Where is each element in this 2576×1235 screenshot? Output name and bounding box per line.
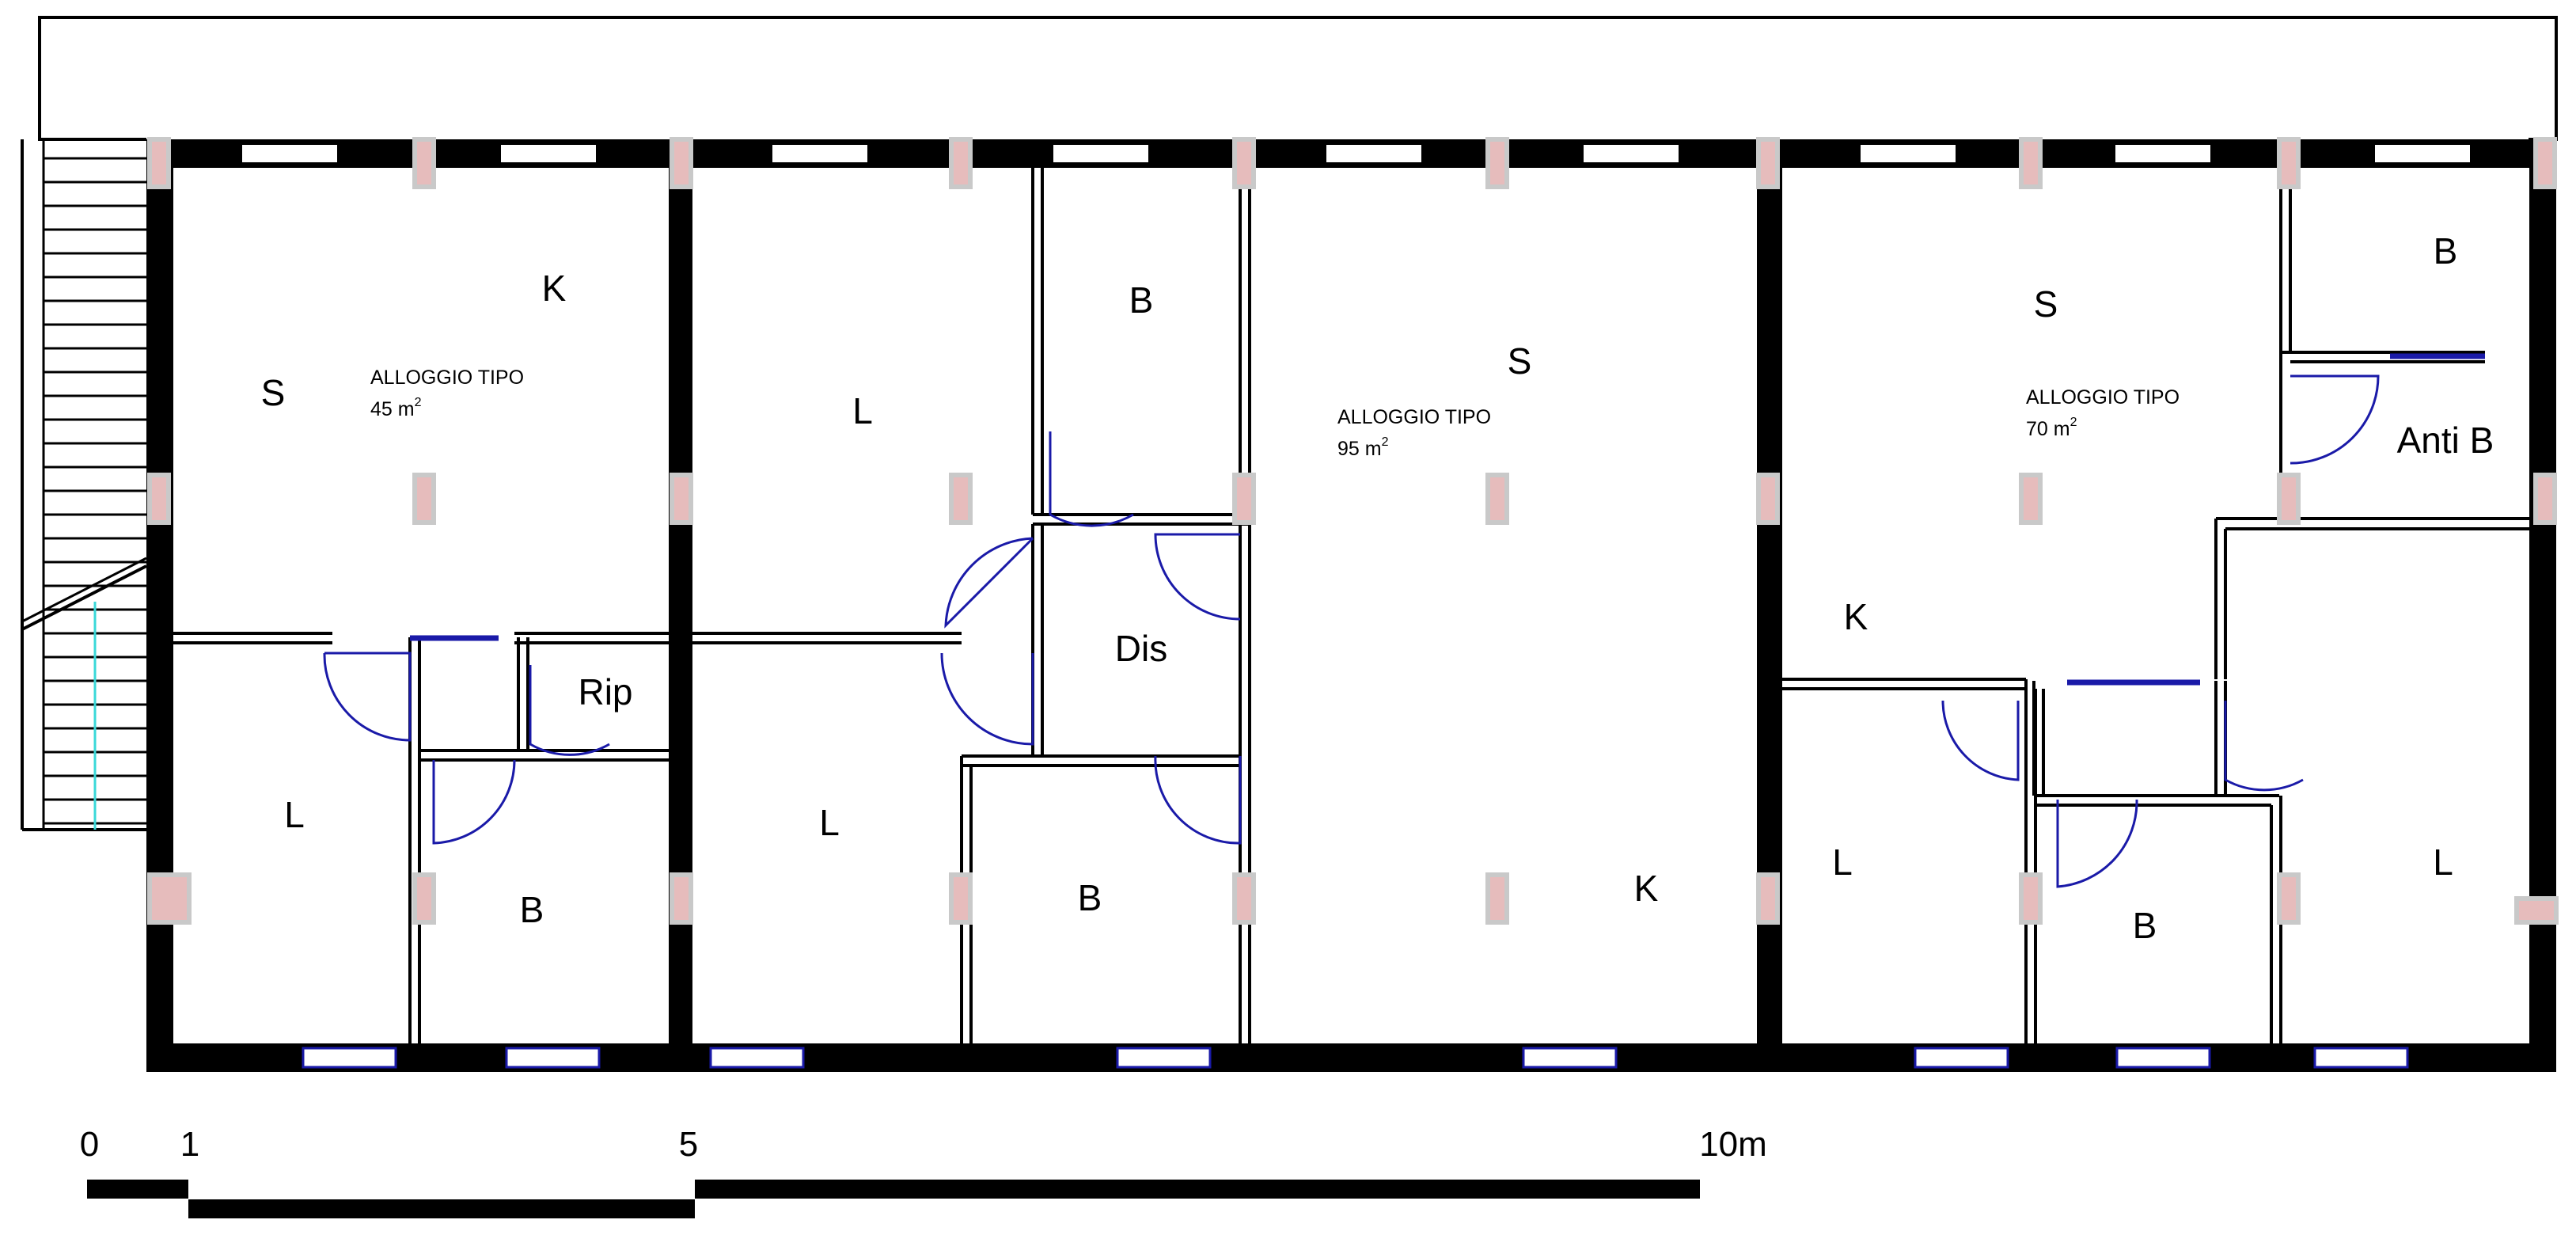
stair-break-line [21,557,147,623]
room-label-anti-b: Anti B [2397,420,2494,461]
door-swing [1941,700,2020,781]
room-label-k: K [542,268,567,309]
top-windows [241,143,2472,164]
door-swing [2290,374,2380,465]
room-label-rip: Rip [578,671,632,712]
pillars [147,137,2559,925]
unit-3-area: 70 m2 [2026,416,2077,440]
room-label-l: L [2433,842,2453,883]
room-label-l: L [819,802,840,843]
unit-labels: ALLOGGIO TIPO 45 m2 ALLOGGIO TIPO 95 m2 … [370,367,2180,460]
unit-3-title: ALLOGGIO TIPO [2026,386,2180,408]
door-swing [2224,701,2304,792]
door-swing [323,652,412,742]
room-label-b: B [2434,230,2458,272]
scale-bar: 0 1 5 10m [80,1125,1767,1218]
scale-label-1: 1 [180,1125,199,1164]
room-label-l: L [284,794,305,835]
room-label-b: B [520,889,544,930]
bottom-windows [302,1047,2409,1069]
room-label-l: L [1832,842,1853,883]
room-label-dis: Dis [1115,628,1167,669]
room-labels: K S Rip L B L B Dis L B S K S B Anti B K… [261,230,2494,946]
room-label-b: B [2133,905,2157,946]
scale-label-10m: 10m [1699,1125,1767,1164]
door-swing [1154,533,1241,621]
room-label-s: S [1508,340,1532,382]
stair-break-line [21,564,147,631]
room-label-k: K [1844,596,1868,637]
staircase [21,139,147,830]
room-label-s: S [2034,283,2058,325]
unit-1-area: 45 m2 [370,396,422,420]
door-swing [944,537,1034,629]
balcony-outline [21,16,2558,831]
door-swing [432,759,516,845]
unit-1-title: ALLOGGIO TIPO [370,367,524,389]
door-swing [1154,755,1242,845]
scale-label-5: 5 [679,1125,698,1164]
doors [323,353,2485,888]
room-label-b: B [1078,877,1102,918]
door-swing [2056,799,2138,888]
scale-label-0: 0 [80,1125,99,1164]
door-swing [529,665,610,756]
unit-2-area: 95 m2 [1337,435,1389,460]
bearing-walls [146,168,2556,1043]
room-label-b: B [1129,279,1154,321]
door-swing [940,652,1034,746]
unit-2-title: ALLOGGIO TIPO [1337,406,1491,428]
room-label-s: S [261,372,286,413]
door-swing [1049,431,1134,527]
room-label-k: K [1634,868,1659,909]
room-label-l: L [852,390,873,431]
exterior-walls [146,139,2556,1072]
